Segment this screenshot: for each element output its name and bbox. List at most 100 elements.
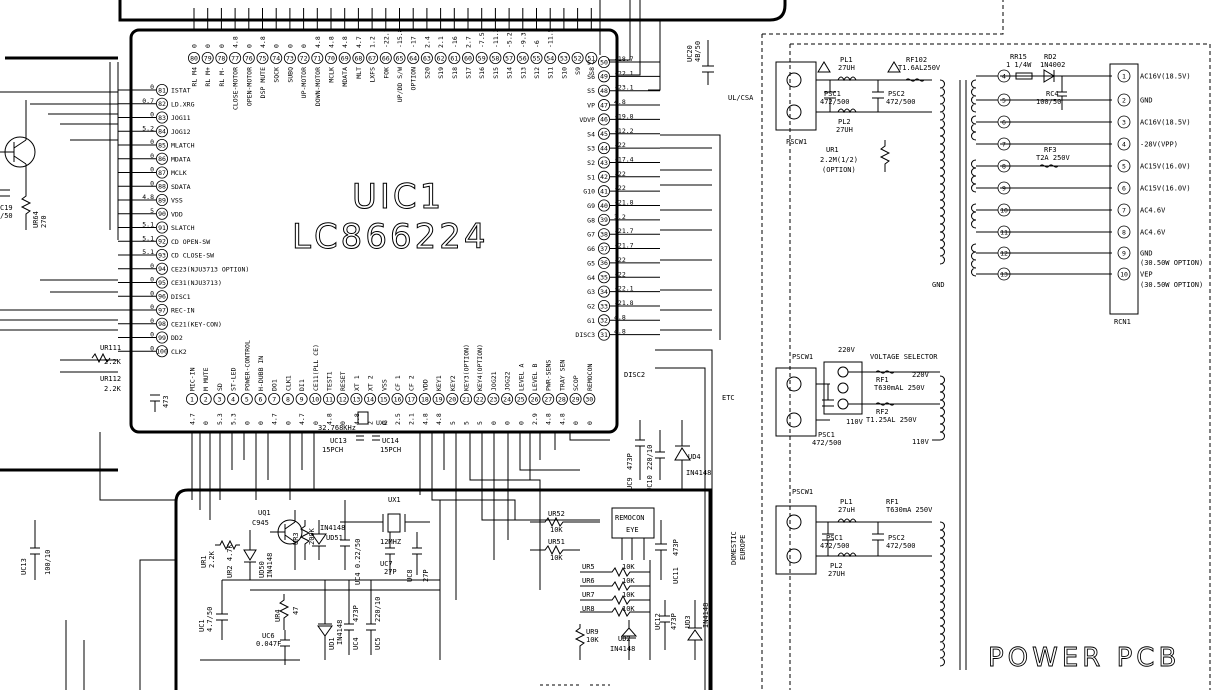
pin-voltage: 0 xyxy=(572,421,580,425)
rcn1-pin-4: 4-28V(VPP) xyxy=(1117,137,1178,151)
svg-text:PSC1: PSC1 xyxy=(824,90,841,98)
svg-text:(30.50W OPTION): (30.50W OPTION) xyxy=(1140,259,1203,267)
pin-voltage: 0 xyxy=(273,44,281,48)
svg-text:UR8: UR8 xyxy=(582,605,595,613)
svg-text:REMOCON: REMOCON xyxy=(615,514,645,522)
pin-name: SUBQ xyxy=(286,67,294,83)
svg-text:472/500: 472/500 xyxy=(820,542,850,550)
pin-name: S20 xyxy=(423,67,431,79)
pin-voltage: 4.7 xyxy=(189,413,197,425)
pin-voltage: 5.3 xyxy=(216,413,224,425)
pin-name: G6 xyxy=(587,245,595,253)
pin-number: 79 xyxy=(204,54,212,62)
svg-text:UC8: UC8 xyxy=(406,569,414,582)
svg-text:110V: 110V xyxy=(846,418,864,426)
pin-voltage: -21.7 xyxy=(614,242,634,250)
svg-text:PL1: PL1 xyxy=(840,56,853,64)
pin-voltage: 5.1 xyxy=(142,234,154,242)
bottom-uq1: UQ1 C945 xyxy=(252,509,303,570)
pin-number: 84 xyxy=(158,128,166,136)
rcn1-label: RCN1 xyxy=(1114,318,1131,326)
ul-csa-label: UL/CSA xyxy=(728,94,754,102)
pin-voltage: 0 xyxy=(300,44,308,48)
bottom-uc11: UC11 473P xyxy=(655,520,680,584)
pin-name: LEVEL A xyxy=(517,364,525,391)
pin-number: 73 xyxy=(286,54,294,62)
pin-name: S17 xyxy=(465,67,473,79)
pin-name: MDATA xyxy=(341,67,349,87)
pin-name: SDATA xyxy=(171,183,191,191)
pin-number: 81 xyxy=(158,86,166,94)
pin-voltage: 0 xyxy=(257,421,265,425)
pin-voltage: 4.8 xyxy=(614,328,626,336)
pin-number: 75 xyxy=(259,54,267,62)
svg-text:C19: C19 xyxy=(0,204,13,212)
pin-voltage: 0.7 xyxy=(142,97,154,105)
pin-number: 23 xyxy=(489,395,497,403)
pin-name: UP-MOTOR xyxy=(300,67,308,98)
pin-name: S1 xyxy=(587,173,595,181)
pin-number: 93 xyxy=(158,251,166,259)
svg-text:10K: 10K xyxy=(622,591,635,599)
svg-text:472/500: 472/500 xyxy=(820,98,850,106)
bottom-uc8: UC8 27P xyxy=(406,532,430,582)
pin-name: DISC1 xyxy=(171,293,191,301)
pin-number: 80 xyxy=(190,54,198,62)
pin-name: G10 xyxy=(583,188,595,196)
pin-number: 30 xyxy=(585,395,593,403)
svg-text:473P: 473P xyxy=(352,605,360,622)
pin-name: G4 xyxy=(587,274,595,282)
svg-text:10K: 10K xyxy=(622,563,635,571)
pin-name: LEVEL B xyxy=(531,364,539,391)
pin-voltage: 0 xyxy=(150,331,154,339)
bottom-ur52-ur51: UR52 10K UR51 10K xyxy=(530,510,600,562)
pin-voltage: 5 xyxy=(449,421,457,425)
pin-name: CF 2 xyxy=(408,375,416,391)
pin-number: 66 xyxy=(382,54,390,62)
pin-name: CLK2 xyxy=(171,348,187,356)
pin-name: KEY3(OPTION) xyxy=(463,344,471,391)
pin-voltage: -22 xyxy=(614,270,626,278)
svg-text:27UH: 27UH xyxy=(836,126,853,134)
pin-number: 13 xyxy=(352,395,360,403)
pin-name: CE23(NJU3713 OPTION) xyxy=(171,265,249,273)
ic-pin-6: 6H-DUBB IN0 xyxy=(254,356,267,425)
pin-number: 21 xyxy=(462,395,470,403)
pin-name: DOWN-MOTOR xyxy=(314,67,322,106)
svg-text:6: 6 xyxy=(1122,185,1126,193)
svg-text:PSCW1: PSCW1 xyxy=(786,138,807,146)
pin-number: 49 xyxy=(600,73,608,81)
pin-voltage: 0 xyxy=(490,421,498,425)
pin-number: 29 xyxy=(572,395,580,403)
pin-number: 71 xyxy=(313,54,321,62)
pin-name: S3 xyxy=(587,145,595,153)
svg-text:GND: GND xyxy=(1140,250,1153,258)
pin-name: M MUTE xyxy=(202,367,210,391)
pin-name: REC-IN xyxy=(171,307,195,315)
pin-voltage: 0 xyxy=(202,421,210,425)
pin-name: FOK xyxy=(382,67,390,79)
left-cap-473: 473 xyxy=(150,394,170,412)
svg-text:VOLTAGE SELECTOR: VOLTAGE SELECTOR xyxy=(870,353,938,361)
pin-number: 39 xyxy=(600,216,608,224)
svg-text:IN4148: IN4148 xyxy=(686,469,711,477)
svg-text:UR52: UR52 xyxy=(548,510,565,518)
pin-number: 53 xyxy=(560,54,568,62)
svg-text:PSC1: PSC1 xyxy=(818,431,835,439)
pin-voltage: -5.2 xyxy=(506,32,514,48)
pin-number: 34 xyxy=(600,288,608,296)
